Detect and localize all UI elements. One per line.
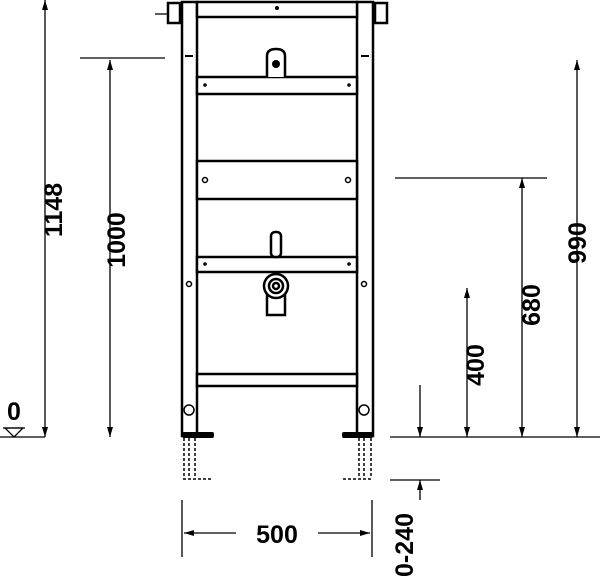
supply-pipe-icon — [269, 230, 283, 259]
right-post — [355, 0, 375, 438]
rail-3 — [195, 159, 359, 201]
dim-label-zero: 0 — [7, 398, 21, 426]
left-post — [180, 0, 199, 438]
dim-label-1148: 1148 — [40, 183, 68, 237]
right-foot-screw-icon — [358, 404, 370, 416]
rail-4 — [195, 255, 359, 274]
adjustable-legs — [183, 438, 372, 480]
rail-2 — [195, 75, 359, 96]
dim-label-400: 400 — [462, 344, 490, 386]
rail-5 — [195, 372, 359, 388]
left-foot-screw-icon — [183, 404, 195, 416]
zero-level-icon — [3, 427, 25, 438]
dim-label-1000: 1000 — [103, 212, 131, 268]
dim-label-680: 680 — [518, 284, 546, 326]
dim-label-leg-adjust: 0-240 — [391, 513, 419, 577]
dim-label-500: 500 — [256, 521, 298, 549]
dim-label-990: 990 — [564, 222, 592, 264]
